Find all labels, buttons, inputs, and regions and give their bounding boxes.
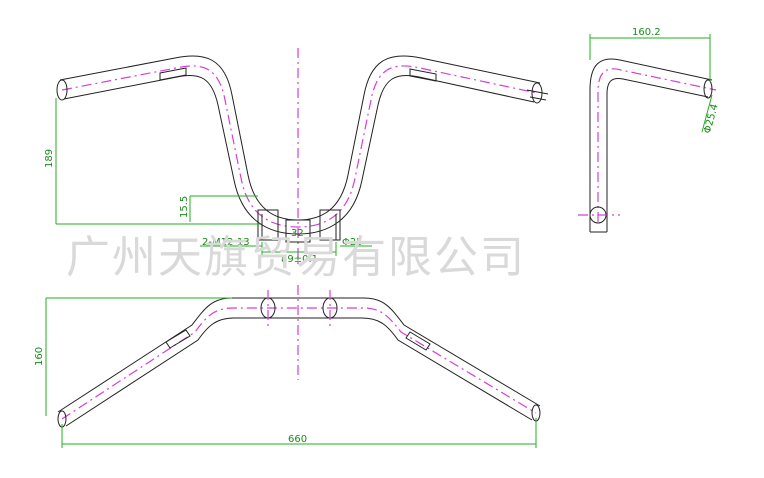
side-bar-inner: [606, 77, 709, 215]
bar-dia-label: Φ25: [342, 237, 363, 248]
height-label: 189: [44, 149, 55, 168]
width-label: 660: [288, 434, 307, 445]
top-right-knurl: [405, 331, 431, 351]
side-view: 160.2 Φ25.4: [578, 27, 721, 233]
front-right-knurl: [409, 68, 437, 82]
front-bar-centerline: [61, 65, 538, 228]
clamp-height-label: 15.5: [179, 196, 190, 218]
front-right-slot: [526, 89, 549, 101]
clamp-left-post: [257, 209, 279, 241]
screw-label: 2-M12-13: [202, 237, 250, 248]
side-bar-centerline: [597, 68, 717, 222]
center-label: 32: [291, 228, 304, 239]
side-bar-end: [703, 79, 713, 99]
top-bar-outer: [57, 297, 541, 413]
side-dia-label: Φ25.4: [702, 103, 720, 135]
clamp-width-label: 89±0.1: [281, 254, 318, 265]
front-bar-outer: [59, 55, 541, 221]
top-bar-inner: [65, 317, 533, 427]
front-left-knurl: [159, 67, 187, 81]
front-view: 32 189 15.5 2-M12-13 89±0.1 Φ25: [44, 48, 549, 380]
front-bar-inner: [63, 74, 535, 235]
top-left-knurl: [165, 329, 191, 349]
side-bar-outer: [589, 58, 713, 215]
top-view: 160 660: [34, 290, 541, 448]
front-left-end: [56, 79, 68, 101]
clamp-right-post: [319, 209, 341, 241]
depth-label: 160: [34, 347, 45, 366]
watermark: 广州天旗贸易有限公司: [66, 232, 526, 283]
clamp-center-block: [285, 219, 311, 243]
side-dia-leader: [701, 94, 713, 133]
side-length-label: 160.2: [632, 27, 661, 38]
